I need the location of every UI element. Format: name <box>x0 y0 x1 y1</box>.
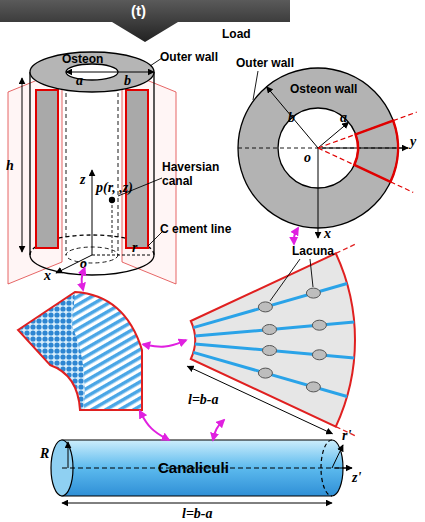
variable-label: a <box>340 110 347 126</box>
link-arrow <box>294 228 298 244</box>
variable-label: p(r, ,z) <box>96 180 133 196</box>
axis-label: z <box>80 172 85 188</box>
variable-label: b <box>288 110 295 126</box>
osteon-ring-drawing <box>238 68 417 238</box>
load-label: Load <box>222 27 251 41</box>
link-arrow <box>140 411 169 440</box>
link-arrow <box>213 420 224 440</box>
link-arrow <box>143 340 186 347</box>
osteon-cylinder: Osteon <box>28 50 156 268</box>
part-label: C ement line <box>160 222 231 236</box>
dimension-label: l=b-a <box>188 392 219 408</box>
axis-label: x <box>44 268 51 284</box>
variable-label: a <box>76 73 83 89</box>
canaliculus-drawing <box>51 440 352 503</box>
load-arrow <box>0 0 290 42</box>
node-title: Osteon wall <box>290 82 357 96</box>
node-title: Osteon <box>62 52 103 66</box>
canaliculus-cylinder: Canaliculi <box>50 440 345 497</box>
axis-label: o <box>304 150 311 166</box>
osteon-cylinder-drawing <box>22 52 162 275</box>
lacuna-sector-drawing <box>187 244 356 437</box>
osteon-ring: Osteon wall <box>238 68 398 228</box>
axis-label: o <box>80 256 87 272</box>
link-arrow <box>82 268 85 290</box>
node-title: Canaliculi <box>158 459 229 476</box>
variable-label: h <box>6 158 14 174</box>
node-title: Lacuna <box>292 244 334 258</box>
axis-label: z' <box>352 470 361 486</box>
tissue-block-drawing <box>18 292 142 410</box>
variable-label: R <box>40 446 49 462</box>
axis-label: r' <box>342 428 351 444</box>
dimension-label: l=b-a <box>182 506 213 522</box>
axis-label: r <box>132 240 137 256</box>
axis-label: y <box>410 134 416 150</box>
part-label: Outer wall <box>160 50 218 64</box>
tissue-block <box>15 290 143 411</box>
part-label: Haversian canal <box>162 160 226 188</box>
variable-label: b <box>124 73 131 89</box>
node-title: (t) <box>131 2 146 19</box>
axis-label: x <box>324 226 331 242</box>
cut-plane <box>8 70 62 284</box>
part-label: Outer wall <box>236 56 294 70</box>
